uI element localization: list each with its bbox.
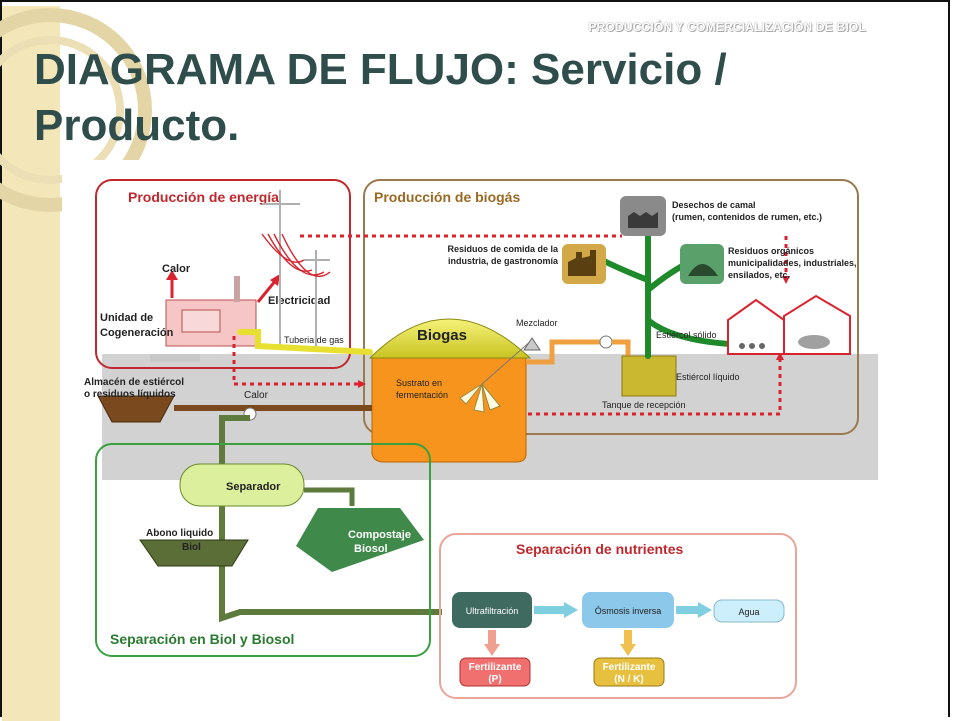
page-title: DIAGRAMA DE FLUJO: Servicio / Producto.	[34, 42, 894, 154]
fert-p-label-2: (P)	[488, 674, 501, 685]
slaughterhouse-glyph	[628, 212, 658, 228]
compostaje-label-2: Biosol	[354, 543, 388, 555]
diagram-canvas: Producción de energía Producción de biog…	[84, 179, 878, 699]
osmosis-unit	[582, 592, 674, 628]
sustrato-label-1: Sustrato en	[396, 378, 442, 388]
header-caption: PRODUCCIÓN Y COMERCIALIZACIÓN DE BIOL	[588, 20, 866, 34]
biogas-box-title: Producción de biogás	[374, 189, 520, 205]
fert-nk-label-2: (N / K)	[614, 674, 643, 685]
separator-pipe	[304, 487, 355, 506]
energy-box-title: Producción de energía	[128, 189, 279, 205]
separation-pipe	[219, 415, 442, 623]
calor-bottom-label: Calor	[244, 390, 269, 401]
mezclador-label: Mezclador	[516, 318, 558, 328]
agua-label: Agua	[738, 607, 759, 617]
arrow-uf-to-fert-p-head	[484, 644, 500, 656]
residuos-organicos-label-1: Residuos orgánicos	[728, 246, 814, 256]
farm-animals	[739, 335, 830, 349]
cogeneration-label-2: Cogeneración	[100, 327, 174, 339]
biogas-box	[363, 179, 859, 435]
flow-arrow-head-1	[358, 380, 366, 388]
cogeneration-label-1: Unidad de	[100, 312, 153, 324]
fertilizer-p	[459, 657, 531, 687]
flow-arrow-head-2	[776, 352, 784, 360]
abono-label-1: Abono liquido	[146, 528, 213, 539]
barns	[727, 294, 851, 355]
cogeneration-engine	[181, 309, 221, 333]
fert-p-label-1: Fertilizante	[469, 662, 522, 673]
arrow-osmosis-to-fert-nk-head	[620, 644, 636, 656]
biogas-label: Biogas	[417, 327, 467, 344]
flow-diagram: Producción de energía Producción de biog…	[62, 160, 892, 716]
desechos-camal-label-1: Desechos de camal	[672, 200, 756, 210]
pump-icon	[599, 335, 613, 349]
fertilizer-nk	[593, 657, 665, 687]
residuos-comida-label-2: industria, de gastronomía	[448, 256, 559, 266]
calor-top-label: Calor	[162, 263, 191, 275]
electricity-arrow-head	[270, 274, 280, 286]
fert-nk-label-1: Fertilizante	[603, 662, 656, 673]
energy-box	[95, 179, 351, 369]
feed-pipe	[526, 339, 612, 365]
reception-tank	[621, 355, 677, 397]
abono-label-2: Biol	[182, 542, 201, 553]
estiercol-solido-label: Estiércol sólido	[656, 330, 717, 340]
organic-waste-glyph	[688, 264, 718, 276]
ultrafiltracion-label: Ultrafiltración	[466, 606, 519, 616]
arrow-osmosis-to-water-head	[698, 602, 712, 618]
liquid-fertilizer-tank	[139, 539, 249, 567]
decorative-swirl	[0, 8, 152, 212]
residuos-comida-label-1: Residuos de comida de la	[447, 244, 559, 254]
red-flow-arrows	[232, 234, 788, 416]
estiercol-liquido-label: Estiércol líquido	[676, 372, 740, 382]
osmosis-label: Ósmosis inversa	[595, 606, 662, 616]
cogeneration-chimney	[234, 276, 240, 302]
organic-waste-icon	[680, 244, 724, 284]
industry-glyph	[568, 250, 596, 276]
sustrato-label-2: fermentación	[396, 390, 448, 400]
digester-dome	[368, 318, 532, 359]
nutrients-box-title: Separación de nutrientes	[516, 541, 683, 557]
feed-pipe-2	[612, 339, 631, 360]
biol-box	[95, 443, 431, 657]
decorative-left-band	[2, 6, 60, 721]
power-pylons	[262, 190, 330, 350]
almacen-label-1: Almacén de estiércol	[84, 377, 184, 388]
title-line-2: Producto.	[34, 101, 240, 150]
residuos-organicos-label-3: ensilados, etc.	[728, 270, 790, 280]
digester-tank	[371, 355, 527, 463]
heat-arrow-head	[166, 270, 178, 280]
flow-arrow-head-3	[782, 276, 790, 284]
electricity-arrow	[256, 279, 278, 303]
ultrafiltration-unit	[452, 592, 532, 628]
desechos-camal-label-2: (rumen, contenidos de rumen, etc.)	[672, 212, 822, 222]
tuberia-gas-label: Tuberia de gas	[284, 335, 344, 345]
ground-ledge	[150, 354, 200, 362]
biol-box-title: Separación en Biol y Biosol	[110, 631, 294, 647]
water-output	[713, 599, 785, 623]
separator-unit	[179, 463, 305, 507]
title-line-1: DIAGRAMA DE FLUJO: Servicio /	[34, 45, 727, 94]
arrow-uf-to-osmosis-head	[564, 602, 578, 618]
residuos-organicos-label-2: municipalidades, industriales,	[728, 258, 857, 268]
electricidad-label: Electricidad	[268, 295, 330, 307]
mixer-blades	[459, 339, 533, 413]
separador-label: Separador	[226, 481, 281, 493]
manure-storage	[97, 395, 175, 423]
mezclador-motor	[523, 337, 541, 351]
power-lines	[261, 233, 331, 278]
compost-pile	[296, 508, 424, 572]
compostaje-label-1: Compostaje	[348, 529, 411, 541]
nutrients-box	[439, 533, 797, 699]
tanque-recepcion-label: Tanque de recepción	[602, 400, 686, 410]
almacen-label-2: o residuos líquidos	[84, 389, 176, 400]
gas-pipe	[237, 329, 373, 355]
